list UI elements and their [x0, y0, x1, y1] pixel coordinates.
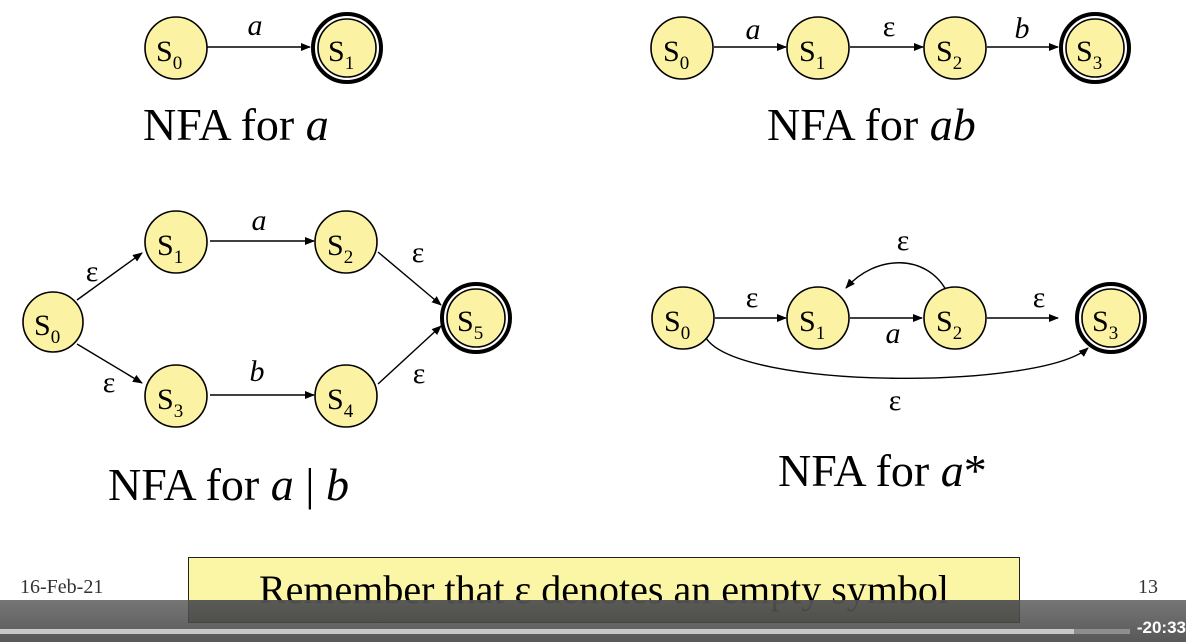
edge-s0-s3-bypass	[705, 337, 1089, 380]
edge-label: ε	[897, 224, 910, 257]
state-s4: S4	[314, 364, 378, 428]
state-s0: S0	[651, 286, 715, 350]
svg-text:S2: S2	[327, 229, 353, 268]
edge-label: ε	[883, 10, 896, 43]
edge-label: a	[248, 9, 263, 42]
time-remaining: -20:33	[1136, 618, 1186, 637]
svg-text:S2: S2	[936, 35, 962, 74]
svg-text:S1: S1	[157, 229, 183, 268]
state-s5-accepting: S5	[440, 282, 512, 354]
nfa-for-a: a S0 S1 NFA for a	[143, 9, 383, 150]
edge-s4-s5	[377, 325, 442, 385]
caption-nfa-ab: NFA for ab	[767, 99, 976, 150]
state-s2: S2	[923, 16, 987, 80]
state-s3-accepting: S3	[1075, 282, 1147, 354]
edge-label: a	[746, 13, 761, 46]
svg-text:S1: S1	[799, 35, 825, 74]
svg-text:S0: S0	[34, 309, 60, 348]
state-s1: S1	[786, 16, 850, 80]
edge-s2-s1-loop	[845, 262, 947, 291]
nfa-for-a-or-b: ε ε a b ε ε S0 S1 S2 S3 S4	[22, 204, 512, 510]
state-s0: S0	[650, 16, 714, 80]
svg-text:S3: S3	[157, 383, 183, 422]
svg-text:S1: S1	[328, 35, 354, 74]
nfa-for-a-star: ε a ε ε ε S0 S1 S2 S3 NFA for a*	[651, 224, 1147, 496]
state-s1: S1	[144, 210, 208, 274]
edge-label: ε	[412, 236, 425, 269]
edge-label: ε	[413, 357, 426, 390]
svg-text:S4: S4	[327, 383, 354, 422]
slide-page-number: 13	[1138, 576, 1158, 598]
svg-text:S1: S1	[799, 305, 825, 344]
edge-s0-s3	[76, 343, 143, 384]
edge-label: b	[1015, 12, 1030, 45]
state-s2: S2	[923, 286, 987, 350]
nfa-for-ab: a ε b S0 S1 S2 S3 NFA for ab	[650, 10, 1131, 150]
state-s0: S0	[22, 291, 84, 353]
svg-text:S3: S3	[1092, 305, 1118, 344]
edge-label: a	[886, 317, 901, 350]
edge-label: ε	[86, 255, 99, 288]
svg-text:S2: S2	[936, 305, 962, 344]
edge-s2-s5	[377, 251, 442, 306]
svg-text:S0: S0	[663, 35, 689, 74]
edge-label: ε	[1033, 281, 1046, 314]
slide-date: 16-Feb-21	[20, 576, 104, 598]
progress-bar[interactable]	[0, 629, 1130, 634]
edge-s0-s1	[76, 252, 143, 301]
caption-nfa-a: NFA for a	[143, 99, 329, 150]
caption-nfa-a-or-b: NFA for a | b	[108, 459, 349, 510]
video-player-bar[interactable]	[0, 600, 1186, 642]
caption-nfa-a-star: NFA for a*	[778, 445, 987, 496]
state-s1-accepting: S1	[311, 12, 383, 84]
svg-text:S5: S5	[457, 305, 483, 344]
state-s1: S1	[786, 286, 850, 350]
state-s3-accepting: S3	[1059, 12, 1131, 84]
state-s2: S2	[314, 210, 378, 274]
state-s0: S0	[144, 16, 208, 80]
edge-label: ε	[746, 281, 759, 314]
edge-label: ε	[889, 384, 902, 417]
edge-label: ε	[103, 366, 116, 399]
state-s3: S3	[144, 364, 208, 428]
svg-text:S0: S0	[664, 305, 690, 344]
edge-label: a	[252, 204, 267, 237]
progress-fill	[0, 629, 1074, 634]
edge-label: b	[250, 355, 265, 388]
svg-text:S0: S0	[156, 35, 182, 74]
svg-text:S3: S3	[1076, 35, 1102, 74]
